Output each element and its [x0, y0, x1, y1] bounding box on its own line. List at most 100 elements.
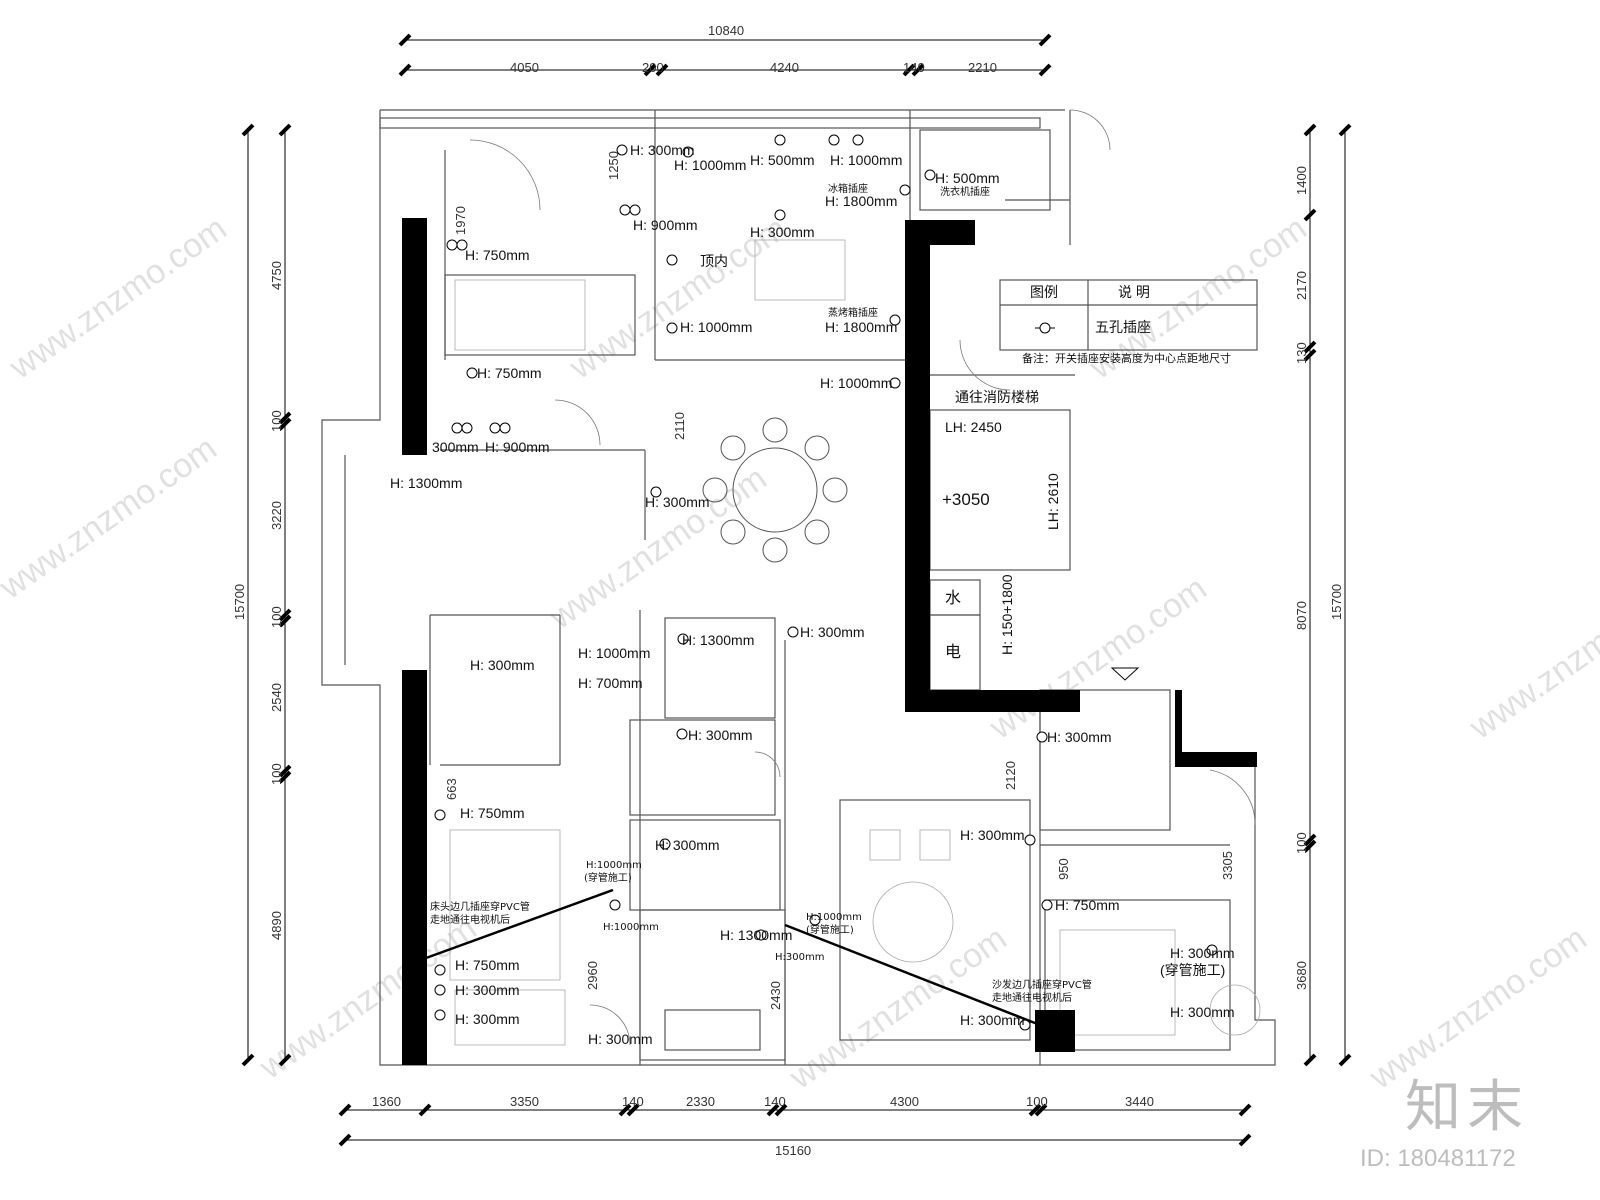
outlet-label: H: 750mm	[455, 957, 520, 973]
outlet-label: H: 1000mm	[830, 152, 902, 168]
outlet-label: H: 1800mm	[825, 193, 897, 209]
outlet-label: H: 300mm	[1047, 729, 1112, 745]
level-label: +3050	[942, 490, 990, 509]
outlet-label: H: 1000mm	[578, 645, 650, 661]
dim-inner: 663	[444, 778, 459, 800]
dimension-labels: 10840 4050 200 4240 140 2210 1360 3350 1…	[232, 23, 1344, 1158]
ceiling-label: 顶内	[700, 253, 728, 269]
legend-socket-icon	[1035, 322, 1055, 334]
dim-left-seg: 4750	[269, 261, 284, 290]
dim-inner: 1970	[453, 206, 468, 235]
outlet-label: H: 750mm	[465, 247, 530, 263]
legend: 图例 说 明 五孔插座 备注：开关插座安装高度为中心点距地尺寸	[1022, 284, 1231, 365]
outlet-label: H: 300mm	[960, 1012, 1025, 1028]
outlet-label: H: 1300mm	[720, 927, 792, 943]
outlet-label: H: 300mm	[960, 827, 1025, 843]
dim-left-seg: 4890	[269, 911, 284, 940]
pvc-pipe-lines	[425, 888, 1041, 1027]
watermark: www.znzmo.com	[1462, 569, 1600, 747]
dim-top-seg: 140	[903, 60, 925, 75]
lh-2610-label: LH: 2610	[1045, 473, 1061, 530]
dim-bottom-seg: 3350	[510, 1094, 539, 1109]
outlet-label: H: 750mm	[477, 365, 542, 381]
outlet-label: H: 1000mm	[820, 375, 892, 391]
legend-item: 五孔插座	[1095, 319, 1151, 335]
dim-bottom-seg: 1360	[372, 1094, 401, 1109]
walls-thick	[402, 218, 1257, 1065]
watermarks: www.znzmo.com www.znzmo.com www.znzmo.co…	[0, 209, 1600, 1097]
outlet-label: H: 300mm	[750, 224, 815, 240]
brand-logo: 知末	[1405, 1075, 1529, 1140]
outlet-label: H: 900mm	[485, 439, 550, 455]
dimension-ticks	[241, 33, 1352, 1147]
outlet-label: H: 300mm	[688, 727, 753, 743]
dim-right-total: 15700	[1329, 584, 1344, 620]
dim-right-seg: 2170	[1294, 271, 1309, 300]
furniture	[449, 239, 1261, 1046]
level-marker-icon	[1110, 667, 1140, 681]
outlet-label: H: 300mm	[655, 837, 720, 853]
dim-inner: 1250	[606, 151, 621, 180]
outlet-label: H: 300mm	[630, 142, 695, 158]
watermark: www.znzmo.com	[2, 209, 234, 387]
legend-col2: 说 明	[1118, 284, 1150, 300]
legend-col1: 图例	[1030, 284, 1058, 300]
dim-bottom-seg: 140	[622, 1094, 644, 1109]
bed-note-label: 走地通往电视机后	[430, 913, 510, 926]
outlet-label: H: 300mm	[455, 1011, 520, 1027]
dim-top-seg: 200	[642, 60, 664, 75]
pipe-h-label: H:1000mm	[603, 922, 659, 933]
dim-inner: 2430	[768, 981, 783, 1010]
oven-socket-label: 蒸烤箱插座	[828, 306, 878, 319]
dim-top-seg: 4050	[510, 60, 539, 75]
dim-right-seg: 100	[1294, 832, 1309, 854]
bed-note-label: 床头边几插座穿PVC管	[430, 900, 530, 913]
pipe-note-label: (穿管施工)	[584, 871, 632, 884]
room-labels: 冰箱插座 洗衣机插座 蒸烤箱插座 顶内 通往消防楼梯 LH: 2450 LH: …	[430, 182, 1225, 1004]
outlet-label: 300mm	[432, 439, 479, 455]
dim-inner: 2120	[1003, 761, 1018, 790]
image-id: ID: 180481172	[1360, 1145, 1516, 1172]
dim-bottom-seg: 4300	[890, 1094, 919, 1109]
dim-left-seg: 100	[269, 606, 284, 628]
dimension-lines	[247, 39, 1346, 1141]
outlet-label: H: 300mm	[645, 494, 710, 510]
washer-socket-label: 洗衣机插座	[940, 185, 990, 198]
dim-left-seg: 100	[269, 763, 284, 785]
outlet-labels: H: 300mm H: 1000mm H: 500mm H: 1000mm H:…	[390, 142, 1235, 1047]
watermark: www.znzmo.com	[782, 919, 1014, 1097]
legend-note: 备注：开关插座安装高度为中心点距地尺寸	[1022, 351, 1231, 365]
lh-2450-label: LH: 2450	[945, 419, 1002, 435]
outlet-label: H: 300mm	[470, 657, 535, 673]
fridge-socket-label: 冰箱插座	[828, 182, 868, 195]
wear-pipe-label: (穿管施工)	[1160, 962, 1225, 978]
outlet-label: H: 750mm	[1055, 897, 1120, 913]
walls-thin	[321, 109, 1276, 1066]
dim-right-seg: 3680	[1294, 961, 1309, 990]
outlet-label: H: 1300mm	[390, 475, 462, 491]
pipe-h-label: H:1000mm	[586, 860, 642, 871]
dim-bottom-total: 15160	[775, 1143, 811, 1158]
door-arcs	[469, 109, 1256, 1046]
fire-stairs-label: 通往消防楼梯	[955, 389, 1039, 405]
dim-left-total: 15700	[232, 584, 247, 620]
pipe-note-label: (穿管施工)	[806, 923, 854, 936]
electric-label: 电	[945, 643, 961, 661]
dim-left-seg: 100	[269, 410, 284, 432]
dim-top-seg: 2210	[968, 60, 997, 75]
dim-inner: 2110	[672, 412, 687, 440]
outlet-label: H: 300mm	[1170, 945, 1235, 961]
dim-right-seg: 8070	[1294, 601, 1309, 630]
outlet-symbols	[434, 134, 1218, 1031]
outlet-label: H: 1000mm	[674, 157, 746, 173]
dim-inner: 2960	[585, 961, 600, 990]
outlet-label: H: 900mm	[633, 217, 698, 233]
outlet-label: H: 300mm	[1170, 1004, 1235, 1020]
dim-bottom-seg: 140	[764, 1094, 786, 1109]
dim-inner: 950	[1056, 858, 1071, 880]
outlet-label: H: 500mm	[750, 152, 815, 168]
sofa-note-label: 沙发边几插座穿PVC管	[992, 978, 1092, 991]
outlet-label: H: 300mm	[588, 1031, 653, 1047]
dim-left-seg: 2540	[269, 683, 284, 712]
